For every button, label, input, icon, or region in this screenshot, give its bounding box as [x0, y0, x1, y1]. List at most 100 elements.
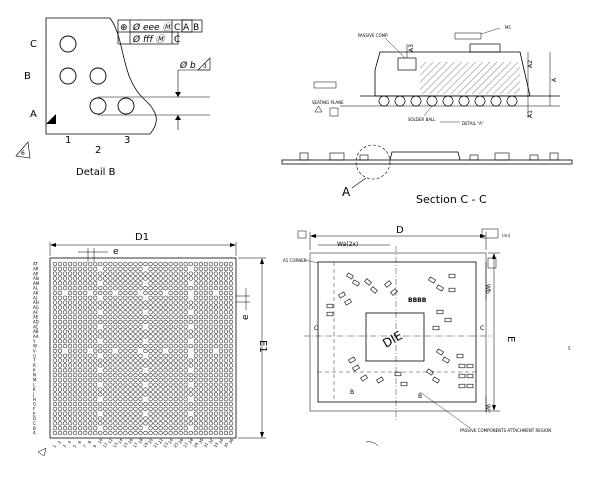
mc-callout-box [454, 32, 482, 40]
ball-B5 [72, 426, 78, 431]
ball-P3 [62, 368, 68, 373]
ball-AN12 [108, 276, 113, 281]
ball-M25 [173, 377, 178, 383]
dim-e1: E1 [257, 340, 268, 353]
ball-M17 [133, 377, 138, 383]
ball-AM12 [108, 281, 113, 286]
passive-component [436, 348, 444, 356]
ball-AB17 [133, 329, 138, 334]
ball-E30 [198, 411, 203, 416]
ball-AT36 [228, 261, 234, 267]
ball-E5 [72, 411, 78, 416]
dim-d1: D1 [135, 232, 149, 243]
ball-AK26 [178, 290, 183, 296]
row-letter-Y: Y [32, 339, 36, 344]
ball-N5 [72, 372, 78, 378]
ball-AE21 [153, 314, 158, 320]
ball-AJ5 [72, 295, 78, 300]
ball-AJ20 [148, 295, 153, 300]
ball-AD10 [98, 319, 103, 325]
ball-A32 [208, 430, 214, 436]
ball-AM15 [123, 281, 128, 286]
section-cc-caption: Section C - C [416, 193, 487, 206]
dim-pitch-e: e [113, 247, 119, 257]
ball-C29 [193, 421, 198, 426]
ball-AA3 [62, 334, 68, 339]
ball-M34 [218, 377, 224, 383]
ball-AB28 [188, 329, 193, 334]
ball-AA10 [98, 334, 103, 339]
ball-AH3 [62, 300, 68, 305]
passive-component [364, 278, 372, 286]
ball-A23 [163, 430, 168, 436]
ball-AH13 [113, 300, 118, 305]
ball-AB20 [148, 329, 153, 334]
ball-L11 [103, 382, 108, 387]
ball-N27 [183, 372, 188, 378]
ball-K14 [118, 387, 123, 392]
ball-A19 [143, 430, 148, 436]
ball-E21 [153, 411, 158, 416]
ball-T24 [168, 358, 173, 363]
ball-AR4 [67, 266, 73, 271]
ball-AD16 [128, 319, 133, 325]
ball-F34 [218, 406, 224, 412]
col-number-17: 17 [132, 441, 139, 448]
ball-AR21 [153, 266, 158, 271]
note-6-label: 6 [21, 150, 25, 157]
ball-T10 [98, 358, 103, 363]
ball-AA25 [173, 334, 178, 339]
ball-D1 [52, 416, 58, 421]
ball-G35 [223, 401, 229, 407]
ball-E17 [133, 411, 138, 416]
ball-R30 [198, 363, 203, 368]
ball-AB19 [143, 329, 148, 334]
ball-F23 [163, 406, 168, 412]
ball-G9 [93, 401, 98, 407]
ball-AT2 [57, 261, 63, 267]
ball-AG26 [178, 305, 183, 310]
ball-AA13 [113, 334, 118, 339]
ball-A6 [77, 430, 83, 436]
ball-V4 [67, 348, 73, 354]
ball-AD19 [143, 319, 148, 325]
ball-B34 [218, 426, 224, 431]
ball-P11 [103, 368, 108, 373]
ball-T29 [193, 358, 198, 363]
ball-U3 [62, 353, 68, 358]
ball-AA29 [193, 334, 198, 339]
ball-AC22 [158, 324, 163, 329]
row-letter-H: H [33, 397, 36, 402]
col-number-15: 15 [122, 441, 129, 448]
ball-J19 [143, 392, 148, 397]
ball-L33 [213, 382, 219, 387]
ball-V34 [218, 348, 224, 354]
ball-H3 [62, 397, 68, 402]
ball-AN7 [83, 276, 88, 281]
fcf-box-d-right [481, 228, 499, 239]
ball-AL9 [93, 285, 98, 291]
ball-AL31 [203, 285, 209, 291]
ball-B29 [193, 426, 198, 431]
ball-AB11 [103, 329, 108, 334]
ball-L6 [77, 382, 83, 387]
ball-F10 [98, 406, 103, 412]
ball-AM14 [118, 281, 123, 286]
ball-AL12 [108, 285, 113, 291]
ball-AT4 [67, 261, 73, 267]
ball-J10 [98, 392, 103, 397]
col-number-16: 16 [127, 437, 134, 444]
ball-H4 [67, 397, 73, 402]
ball-D20 [148, 416, 153, 421]
ball-R1 [52, 363, 58, 368]
ball-AA16 [128, 334, 133, 339]
fcf-box-d-left [297, 230, 307, 239]
ball-R7 [83, 363, 88, 368]
ball-B18 [138, 426, 143, 431]
ball-C6 [77, 421, 83, 426]
ball-AB2 [57, 329, 63, 334]
ball-A20 [148, 430, 153, 436]
detail-b: C B A 1 2 3 ⊕ Ø eee Ⓜ C A B Ø fff Ⓜ C Ø … [15, 17, 211, 178]
ball-T22 [158, 358, 163, 363]
ball-AN36 [228, 276, 234, 281]
